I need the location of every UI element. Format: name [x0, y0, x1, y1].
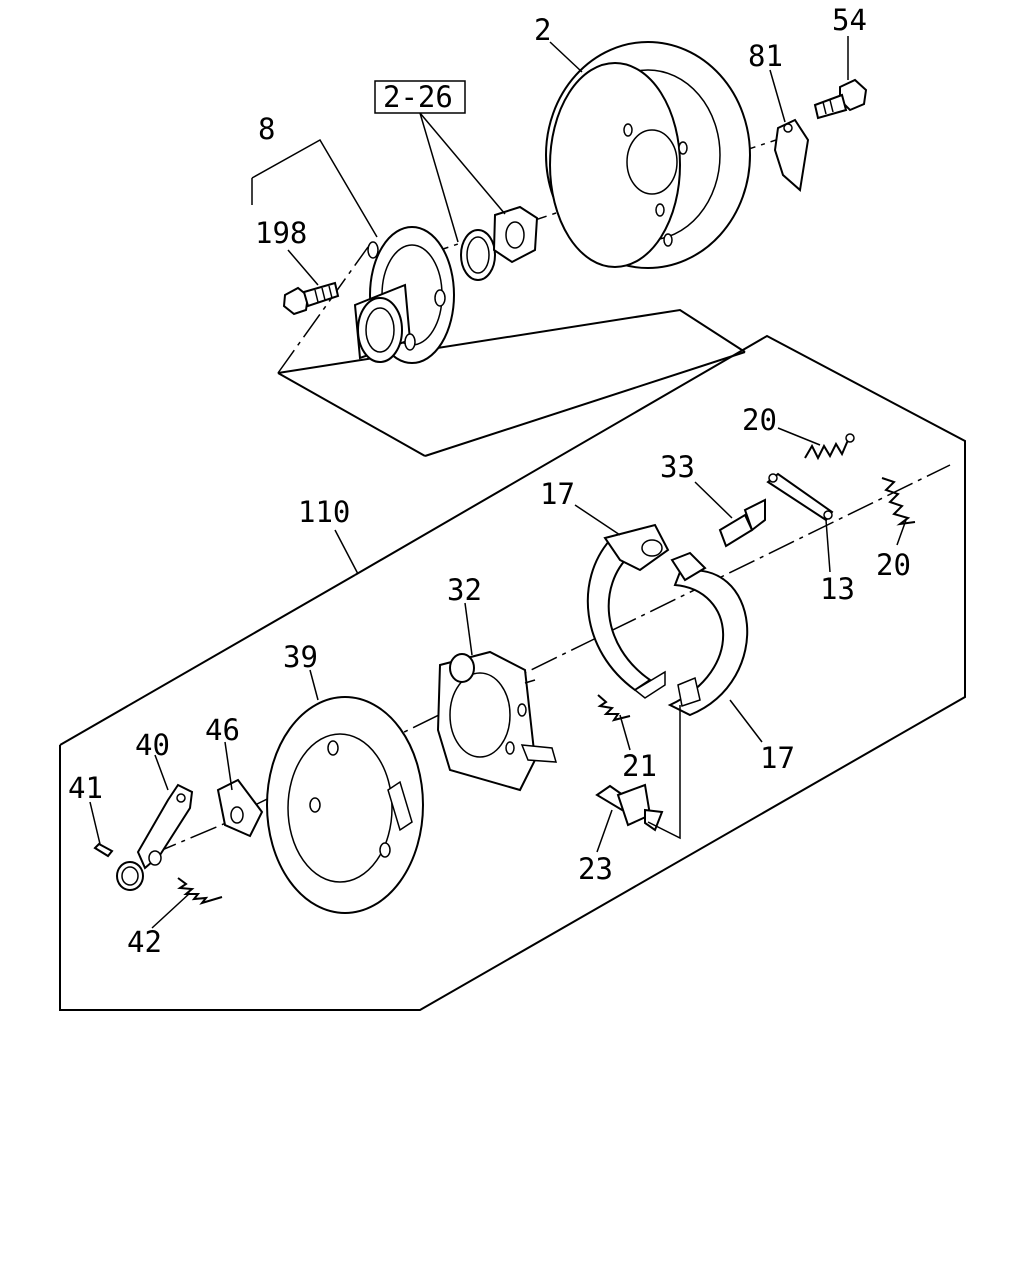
spring-20-top-part — [804, 433, 855, 461]
clip-46-part — [216, 778, 264, 838]
label-part-21: 21 — [622, 749, 657, 783]
label-part-46: 46 — [205, 713, 240, 747]
spring-21-part — [597, 694, 631, 722]
label-part-40: 40 — [135, 728, 170, 762]
brake-drum-part — [545, 41, 751, 269]
label-part-32: 32 — [447, 573, 482, 607]
adjuster-23-part — [595, 783, 664, 832]
pin-41-part — [93, 842, 114, 858]
label-part-39: 39 — [283, 640, 318, 674]
label-part-198: 198 — [255, 216, 307, 250]
label-part-54: 54 — [832, 3, 867, 37]
leader-lines — [89, 36, 907, 929]
spring-20-right-part — [881, 477, 916, 526]
label-part-42: 42 — [127, 925, 162, 959]
label-part-17-left: 17 — [540, 477, 575, 511]
label-part-8: 8 — [258, 112, 275, 146]
link-13-part — [766, 472, 834, 522]
brake-shoe-17-right-part — [667, 551, 749, 717]
pin-33-part — [718, 498, 766, 548]
bracket-81-part — [773, 118, 810, 192]
assembly-110-outline — [59, 334, 966, 1011]
nut-washer-part — [460, 205, 539, 281]
brake-shoe-17-left-part — [586, 523, 670, 699]
label-part-2: 2 — [534, 13, 551, 47]
label-part-23: 23 — [578, 852, 613, 886]
backing-plate-32-part — [436, 650, 558, 792]
label-part-20-top: 20 — [742, 403, 777, 437]
label-part-20-right: 20 — [876, 548, 911, 582]
dust-cover-39-part — [266, 696, 424, 914]
hub-group-outline — [277, 308, 746, 457]
spring-42-part — [177, 877, 223, 905]
label-part-81: 81 — [748, 39, 783, 73]
label-part-110: 110 — [298, 495, 350, 529]
label-part-33: 33 — [660, 450, 695, 484]
label-part-13: 13 — [820, 572, 855, 606]
label-part-2-26: 2-26 — [383, 80, 453, 114]
bolt-198-part — [282, 281, 340, 316]
label-part-41: 41 — [68, 771, 103, 805]
bolt-54-part — [813, 78, 868, 120]
hub-flange-part — [353, 226, 455, 364]
lever-40-part — [116, 783, 194, 891]
label-part-17-right: 17 — [760, 741, 795, 775]
label-box-2-26 — [374, 80, 466, 114]
